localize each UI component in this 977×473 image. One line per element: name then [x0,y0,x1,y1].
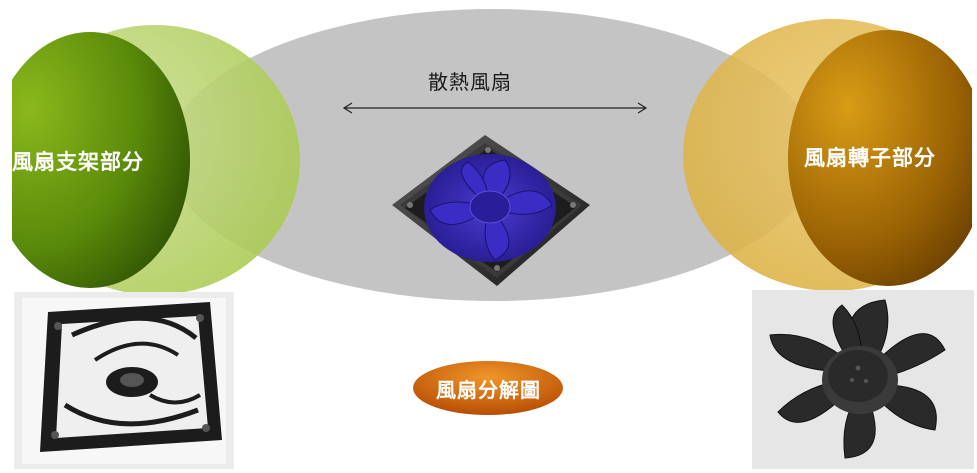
center-label: 散熱風扇 [428,70,512,94]
double-arrow-icon [342,102,648,114]
fan-assembly-icon [392,135,590,286]
badge-label: 風扇分解圖 [436,378,541,402]
right-clip [972,0,977,310]
left-section-label: 風扇支架部分 [12,150,144,174]
fan-frame-photo-icon [14,292,234,469]
right-inner-ellipse [788,30,977,286]
left-inner-ellipse [0,32,190,288]
badge-ellipse [413,361,563,415]
left-clip [0,0,12,310]
fan-rotor-photo-icon [752,290,974,469]
right-section-label: 風扇轉子部分 [804,146,936,170]
